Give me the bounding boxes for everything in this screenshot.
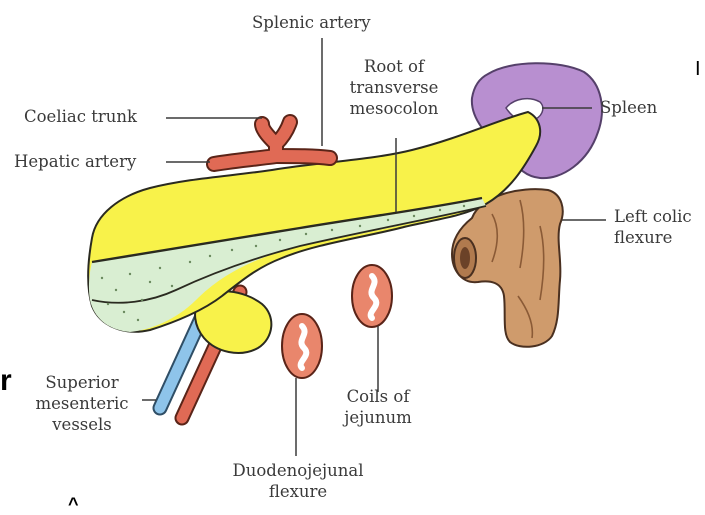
label-left-colic-flexure: Left colic flexure (614, 206, 692, 248)
cropped-mark-bottom: ^ (68, 494, 79, 515)
label-coeliac-trunk: Coeliac trunk (24, 106, 137, 127)
coils-of-jejunum (352, 265, 392, 327)
label-root-of-transverse-mesocolon: Root of transverse mesocolon (336, 56, 452, 119)
left-colic-flexure (452, 189, 563, 347)
label-coils-of-jejunum: Coils of jejunum (330, 386, 426, 428)
label-hepatic-artery: Hepatic artery (14, 151, 136, 172)
label-superior-mesenteric-vessels: Superior mesenteric vessels (30, 372, 134, 435)
label-duodenojejunal-flexure: Duodenojejunal flexure (210, 460, 386, 502)
coeliac-trunk-arteries (214, 122, 330, 164)
cropped-letter-left: r (0, 364, 12, 398)
label-splenic-artery: Splenic artery (252, 12, 371, 33)
label-spleen: Spleen (600, 97, 657, 118)
cropped-mark-right: I (695, 58, 701, 81)
duodenojejunal-flexure (282, 314, 322, 378)
